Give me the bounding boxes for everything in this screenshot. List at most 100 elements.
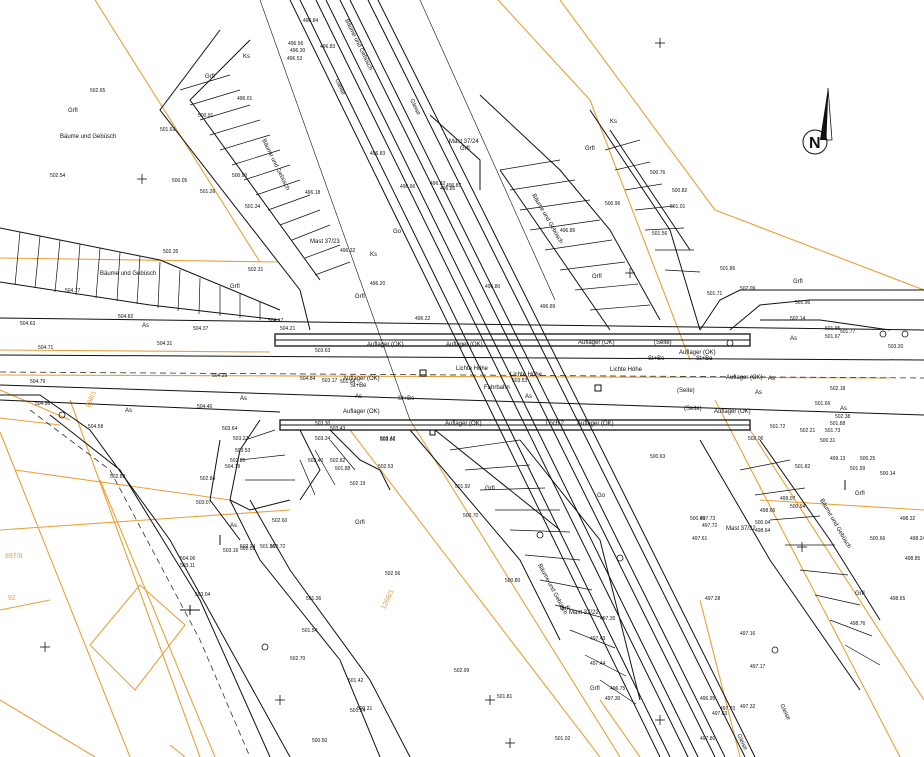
spot-height: 502.21 — [800, 428, 816, 434]
label-gleise: Gleise — [333, 78, 346, 97]
spot-height: 504.40 — [197, 404, 213, 410]
label-loch: Loch 2 — [546, 421, 565, 427]
label-baeume-rail: Bäume und Gebüsch — [260, 138, 290, 191]
label-baeume-bottom: Bäume und Gebüsch — [536, 563, 568, 616]
label-grfl: Grfl — [355, 520, 365, 526]
north-arrow-icon: N — [802, 87, 833, 155]
spot-height: 501.61 — [160, 127, 176, 133]
label-grfl: Grfl — [793, 279, 803, 285]
spot-height: 503.43 — [330, 426, 346, 432]
spot-height: 502.60 — [272, 518, 288, 524]
spot-height: 496.18 — [305, 190, 321, 196]
label-baeume-right: Bäume und Gebüsch — [530, 193, 563, 245]
spot-height: 501.42 — [348, 678, 364, 684]
spot-height: 497.17 — [750, 664, 766, 670]
spot-height: 496.66 — [400, 184, 416, 190]
spot-height: 496.75 — [610, 686, 626, 692]
spot-height: 496.56 — [288, 41, 304, 47]
spot-height: 500.66 — [870, 536, 886, 542]
spot-height: 498.85 — [905, 556, 921, 562]
label-fahrbahn: Fahrbahn — [484, 385, 510, 391]
label-auflager: Auflager (OK) — [714, 409, 751, 415]
label-as: As — [525, 394, 532, 400]
spot-height: 504.84 — [300, 376, 316, 382]
spot-height: 503.30 — [315, 421, 331, 427]
spot-height: 503.53 — [235, 448, 251, 454]
spot-height: 503.27 — [233, 436, 249, 442]
parcel-1268: 1268/1 — [380, 588, 395, 610]
spot-height: 496.80 — [485, 284, 501, 290]
spot-height: 504.21 — [280, 326, 296, 332]
label-as: As — [240, 396, 247, 402]
spot-height: 502.38 — [835, 414, 851, 420]
spot-height: 502.85 — [230, 458, 246, 464]
spot-height: 496.82 — [430, 181, 446, 187]
label-auflager: Auflager (OK) — [679, 350, 716, 356]
label-stbe: St+Be — [696, 356, 713, 362]
label-ks: Ks — [370, 252, 377, 258]
spot-height: 500.91 — [198, 113, 214, 119]
spot-height: 504.96 — [35, 401, 51, 407]
spot-height: 500.25 — [860, 456, 876, 462]
spot-height: 503.42 — [380, 436, 396, 442]
spot-height: 502.19 — [350, 481, 366, 487]
label-auflager: Auflager (OK) — [577, 421, 614, 427]
spot-height: 496.22 — [415, 316, 431, 322]
spot-height: 496.83 — [320, 44, 336, 50]
spot-height: 500.80 — [505, 578, 521, 584]
spot-height: 504.31 — [157, 341, 173, 347]
spot-height: 501.96 — [260, 544, 276, 550]
label-baeume-left: Bäume und Gebüsch — [60, 134, 116, 140]
spot-height: 500.31 — [820, 438, 836, 444]
spot-height: 501.36 — [306, 596, 322, 602]
label-stbe: St+Be — [350, 383, 367, 389]
spot-height: 496.01 — [237, 96, 253, 102]
slope-hatching — [14, 74, 881, 705]
label-seite: (Seite) — [677, 388, 695, 394]
spot-height: 504.37 — [193, 326, 209, 332]
spot-height: 496.32 — [340, 248, 356, 254]
label-as: As — [230, 523, 237, 529]
spot-height: 502.82 — [330, 458, 346, 464]
spot-height: 501.02 — [555, 736, 571, 742]
label-lichte-hoehe: Lichte Höhe — [510, 372, 543, 378]
label-mast-top: Mast 37/24 — [449, 139, 479, 145]
spot-height: 501.34 — [245, 204, 261, 210]
bridge — [274, 333, 751, 436]
label-seite: (Seite) — [684, 406, 702, 412]
spot-height: 497.16 — [740, 631, 756, 637]
spot-height: 502.18 — [830, 386, 846, 392]
spot-height: 498.76 — [850, 621, 866, 627]
spot-height: 501.72 — [770, 424, 786, 430]
spot-height: 503.17 — [322, 378, 338, 384]
map-symbols — [40, 38, 909, 748]
label-mast-right: Mast 37/32 — [726, 526, 756, 532]
spot-height: 501.26 — [200, 189, 216, 195]
spot-height: 504.77 — [65, 288, 81, 294]
spot-height: 496.83 — [370, 151, 386, 157]
area-labels: Bäume und Gebüsch Bäume und Gebüsch Grfl… — [60, 18, 865, 752]
spot-height: 496.85 — [440, 186, 456, 192]
spot-height: 497.30 — [605, 696, 621, 702]
spot-heights: 502.65502.54500.05501.61501.26501.34502.… — [20, 18, 924, 744]
spot-height: 500.63 — [650, 454, 666, 460]
label-go: Go — [393, 229, 402, 235]
spot-height: 500.04 — [755, 520, 771, 526]
spot-height: 501.01 — [670, 204, 686, 210]
spot-height: 501.54 — [302, 628, 318, 634]
label-lichte-hoehe-value: 503.53 — [512, 378, 528, 384]
spot-height: 502.09 — [740, 286, 756, 292]
spot-height: 499.07 — [780, 496, 796, 502]
spot-height: 496.86 — [560, 228, 576, 234]
label-grfl: Grfl — [68, 108, 78, 114]
spot-height: 496.53 — [287, 56, 303, 62]
spot-height: 497.70 — [720, 706, 736, 712]
label-as: As — [355, 394, 362, 400]
spot-height: 497.73 — [700, 516, 716, 522]
spot-height: 500.82 — [672, 188, 688, 194]
label-auflager: Auflager (OK) — [343, 376, 380, 382]
label-grfl: Grfl — [355, 294, 365, 300]
spot-height: 504.82 — [118, 314, 134, 320]
spot-height: 496.95 — [700, 696, 716, 702]
spot-height: 497.63 — [712, 711, 728, 717]
